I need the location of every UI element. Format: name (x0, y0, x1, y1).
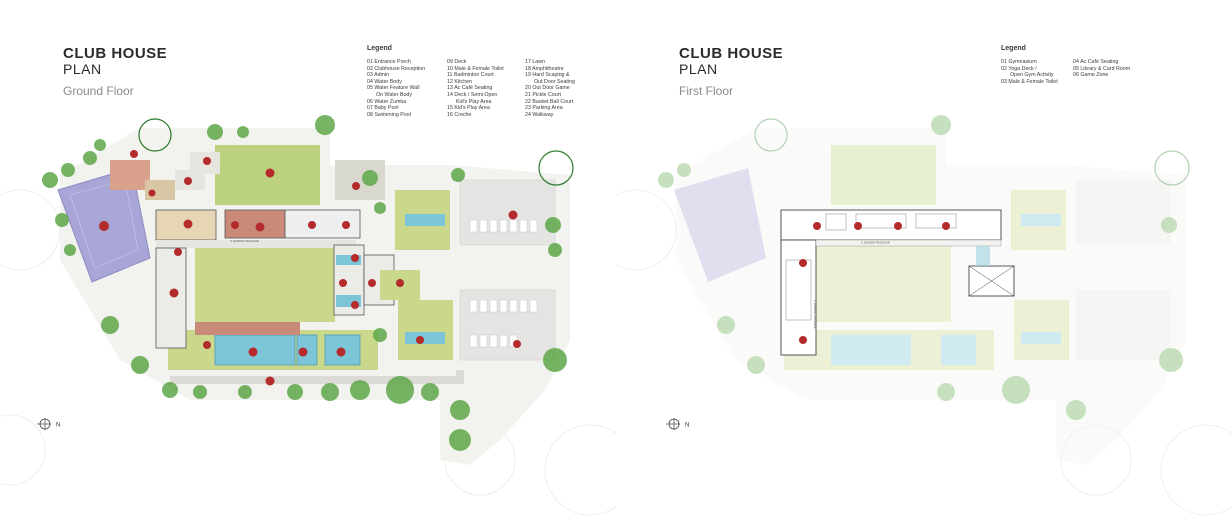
legend-item: 04 Water Body (367, 78, 402, 85)
legend-item: 19 Hard Scaping & (525, 72, 570, 79)
legend-item: Out Door Seating (534, 78, 575, 85)
first-floor-panel: C.D/WIDE PASSAGE C.D/WIDE PASSAGE CLUB H… (616, 0, 1232, 523)
legend-item: Kid's Play Area (456, 98, 492, 105)
title-line-1: CLUB HOUSE (679, 45, 784, 62)
legend-item: 18 Amphitheatre (525, 65, 564, 72)
legend-item: 15 Kid's Play Area (447, 105, 490, 112)
legend-item: 22 Basket Ball Court (525, 98, 574, 105)
legend-column-1: 01 Gymnasium 02 Yoga Deck / Open Gym Act… (1001, 59, 1058, 85)
legend-item: 04 Ac Café Seating (1073, 59, 1119, 65)
floor-subtitle: First Floor (679, 84, 733, 98)
legend-item: On Water Body (376, 91, 413, 98)
legend-item: 16 Creche (447, 111, 472, 118)
legend-item: 06 Game Zone (1073, 72, 1109, 79)
legend-item: 07 Baby Pool (367, 105, 399, 112)
legend-item: 12 Kitchen (447, 78, 473, 85)
legend: Legend 01 Entrance Porch 02 Clubhouse Re… (367, 45, 597, 126)
first-floor-site-plan: C.D/WIDE PASSAGE C.D/WIDE PASSAGE (616, 115, 1232, 516)
legend-heading: Legend (1001, 45, 1026, 52)
title-line-1: CLUB HOUSE (63, 45, 168, 62)
legend-item: 23 Parking Area (525, 105, 563, 112)
page-title: CLUB HOUSE PLAN First Floor (679, 46, 783, 98)
pin-markers (99, 150, 521, 386)
title-line-2: PLAN (63, 61, 102, 77)
legend-item: 06 Water Zumba (367, 98, 407, 105)
corridor-label: C.D/WIDE PASSAGE (230, 239, 259, 243)
legend-item: 13 Ac Café Seating (447, 85, 493, 92)
north-arrow-icon: N (37, 418, 60, 430)
ground-floor-panel: C.D/WIDE PASSAGE CLUB HOUSE PLAN Ground … (0, 45, 616, 516)
legend-item: 05 Water Feature Wall (367, 85, 420, 92)
legend-item: 03 Male & Female Toilet (1001, 78, 1058, 85)
legend-item: 03 Admin (367, 72, 390, 79)
pin-markers (799, 222, 950, 344)
title-line-2: PLAN (679, 61, 718, 77)
legend-item: 14 Deck / Semi Open (447, 91, 498, 98)
legend-item: 11 Badminton Court (447, 72, 494, 79)
legend-item: 10 Male & Female Toilet (447, 65, 504, 72)
legend-item: 01 Gymnasium (1001, 59, 1037, 65)
legend-item: Open Gym Activity (1010, 72, 1054, 79)
legend-item: 05 Library & Card Room (1073, 65, 1131, 72)
north-arrow-icon: N (666, 418, 689, 430)
page-title: CLUB HOUSE PLAN Ground Floor (63, 46, 167, 98)
trees (42, 115, 567, 451)
corridor-label-vertical: C.D/WIDE PASSAGE (813, 300, 817, 329)
legend-column-2: 04 Ac Café Seating 05 Library & Card Roo… (1073, 59, 1130, 79)
compass-label: N (685, 423, 689, 429)
parking-area (459, 179, 556, 361)
legend-column-3: 17 Lawn 18 Amphitheatre 19 Hard Scaping … (525, 59, 575, 118)
compass-label: N (56, 423, 60, 429)
legend-item: 01 Entrance Porch (367, 59, 411, 65)
legend-heading: Legend (367, 45, 392, 52)
legend-item: 02 Yoga Deck / (1001, 65, 1037, 72)
corridor-label: C.D/WIDE PASSAGE (861, 241, 890, 245)
legend: Legend 01 Gymnasium 02 Yoga Deck / Open … (1001, 45, 1161, 96)
ground-floor-site-plan: C.D/WIDE PASSAGE (0, 115, 616, 516)
legend-item: 21 Pickle Court (525, 91, 561, 98)
legend-item: 20 Out Door Game (525, 85, 570, 92)
legend-item: 02 Clubhouse Reception (367, 65, 426, 72)
legend-column-1: 01 Entrance Porch 02 Clubhouse Reception… (367, 59, 425, 118)
legend-item: 09 Deck (447, 59, 467, 65)
legend-column-2: 09 Deck 10 Male & Female Toilet 11 Badmi… (447, 59, 504, 118)
legend-item: 17 Lawn (525, 59, 546, 65)
central-lawn (195, 242, 335, 322)
legend-item: 24 Walkway (525, 111, 554, 118)
legend-item: 08 Swimming Pool (367, 111, 411, 118)
floor-subtitle: Ground Floor (63, 84, 134, 98)
